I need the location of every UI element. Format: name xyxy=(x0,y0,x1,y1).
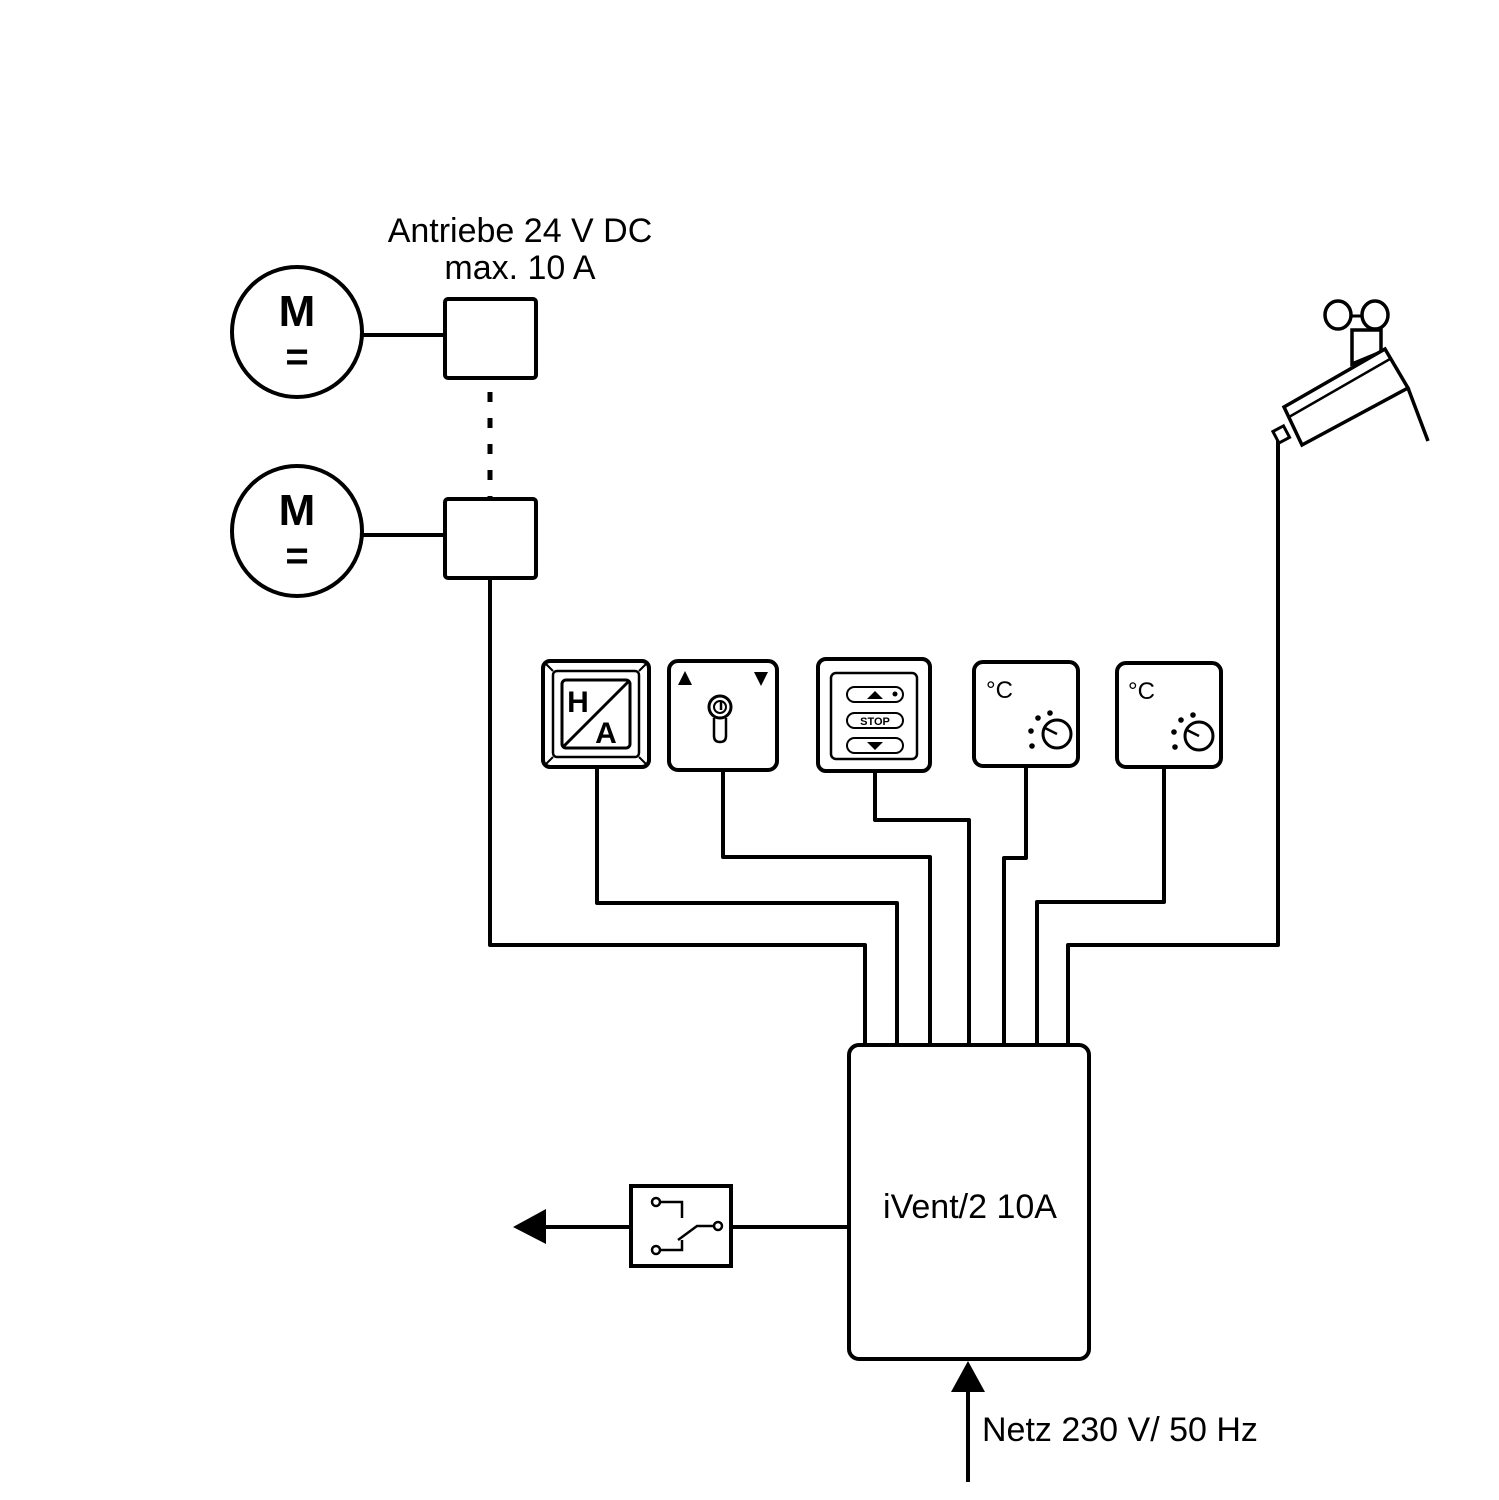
output-relay xyxy=(629,1184,733,1268)
dial-icon xyxy=(1028,710,1073,750)
thermostat-1-wire xyxy=(1002,765,1028,1047)
up-arrow-icon xyxy=(867,691,883,699)
key-switch[interactable] xyxy=(667,659,779,772)
motor-circle xyxy=(230,464,364,598)
temperature-unit: °C xyxy=(1128,678,1155,705)
drives-wire xyxy=(488,576,867,1047)
auto-letter: A xyxy=(595,717,617,750)
down-arrow-icon xyxy=(867,742,883,750)
temperature-unit: °C xyxy=(986,677,1013,704)
indicator-dot-icon xyxy=(892,691,898,697)
dial-icon xyxy=(1171,712,1215,752)
up-arrow-icon xyxy=(678,671,692,685)
manual-letter: H xyxy=(567,686,589,719)
manual-auto-wire xyxy=(595,766,899,1047)
stop-button[interactable] xyxy=(846,712,904,729)
mains-label: Netz 230 V/ 50 Hz xyxy=(982,1411,1258,1449)
changeover-contact-icon xyxy=(650,1196,724,1256)
manual-auto-switch[interactable]: H A xyxy=(541,659,651,769)
stop-label: STOP xyxy=(860,716,890,728)
mains-arrow-icon xyxy=(951,1361,985,1392)
thermostat-2[interactable]: °C xyxy=(1115,661,1223,769)
motor-1: M = xyxy=(230,265,364,399)
dc-symbol: = xyxy=(285,534,308,578)
key-cylinder-icon xyxy=(707,694,733,744)
motor-circle xyxy=(230,265,364,399)
weather-sensor-wire xyxy=(1066,438,1280,1047)
down-arrow-icon xyxy=(754,672,768,686)
motor-symbol: M xyxy=(279,486,316,535)
drives-label-line2: max. 10 A xyxy=(444,249,596,287)
key-switch-wire xyxy=(721,769,932,1047)
drive-1-terminal xyxy=(443,297,538,380)
thermostat-2-wire xyxy=(1035,766,1166,1047)
output-arrow-icon xyxy=(513,1209,546,1244)
pushbutton-wire xyxy=(873,769,971,1047)
drives-label-line1: Antriebe 24 V DC xyxy=(388,212,653,250)
motor-symbol: M xyxy=(279,287,316,336)
thermostat-1[interactable]: °C xyxy=(972,660,1080,768)
controller-box[interactable] xyxy=(847,1043,1091,1361)
motor-2: M = xyxy=(230,464,364,598)
controller-label: iVent/2 10A xyxy=(883,1188,1057,1226)
pushbutton-panel[interactable]: STOP xyxy=(816,657,932,773)
drive-2-terminal xyxy=(443,497,538,580)
dc-symbol: = xyxy=(285,335,308,379)
wind-sensor-icon[interactable] xyxy=(1270,299,1430,448)
